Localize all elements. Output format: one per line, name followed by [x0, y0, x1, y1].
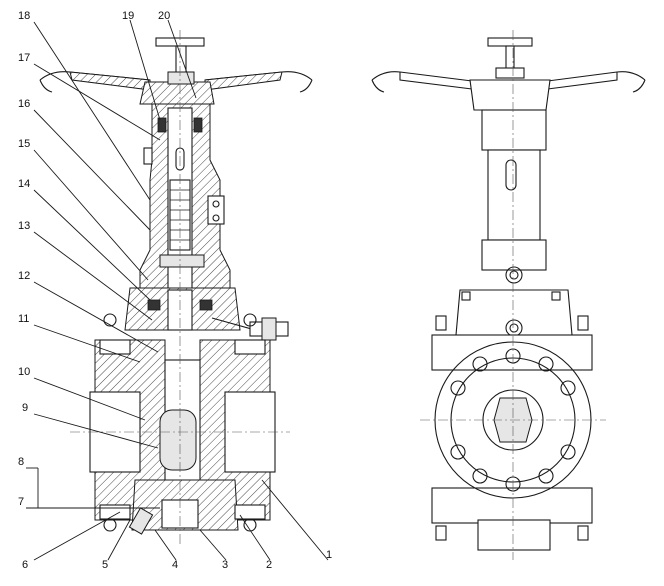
callout-13: 13	[18, 220, 30, 232]
callout-10: 10	[18, 366, 30, 378]
callout-4: 4	[172, 559, 178, 571]
sectional-yoke	[139, 103, 231, 301]
callout-19: 19	[122, 10, 134, 22]
sectional-handwheel	[39, 37, 313, 105]
callout-5: 5	[102, 559, 108, 571]
callout-14: 14	[18, 178, 30, 190]
callout-12: 12	[18, 270, 30, 282]
callout-1: 1	[326, 549, 332, 561]
leader-lines	[26, 19, 329, 561]
external-body	[431, 315, 593, 551]
callout-15: 15	[18, 138, 30, 150]
callout-9: 9	[22, 402, 28, 414]
callout-8: 8	[18, 456, 24, 468]
callout-18: 18	[18, 10, 30, 22]
external-view	[371, 30, 646, 560]
callout-6: 6	[22, 559, 28, 571]
callout-3: 3	[222, 559, 228, 571]
sectional-body	[89, 313, 276, 535]
callout-20: 20	[158, 10, 170, 22]
callout-11: 11	[18, 313, 29, 325]
external-handwheel	[371, 37, 646, 111]
callout-labels: 18 17 16 15 14 13 12 11 10 9 8 7 6 5 4 3…	[18, 10, 332, 571]
callout-16: 16	[18, 98, 30, 110]
sectional-view	[39, 30, 313, 545]
callout-17: 17	[18, 52, 30, 64]
sectional-packing	[124, 287, 289, 341]
callout-2: 2	[266, 559, 272, 571]
external-yoke	[455, 109, 573, 337]
callout-7: 7	[18, 496, 24, 508]
